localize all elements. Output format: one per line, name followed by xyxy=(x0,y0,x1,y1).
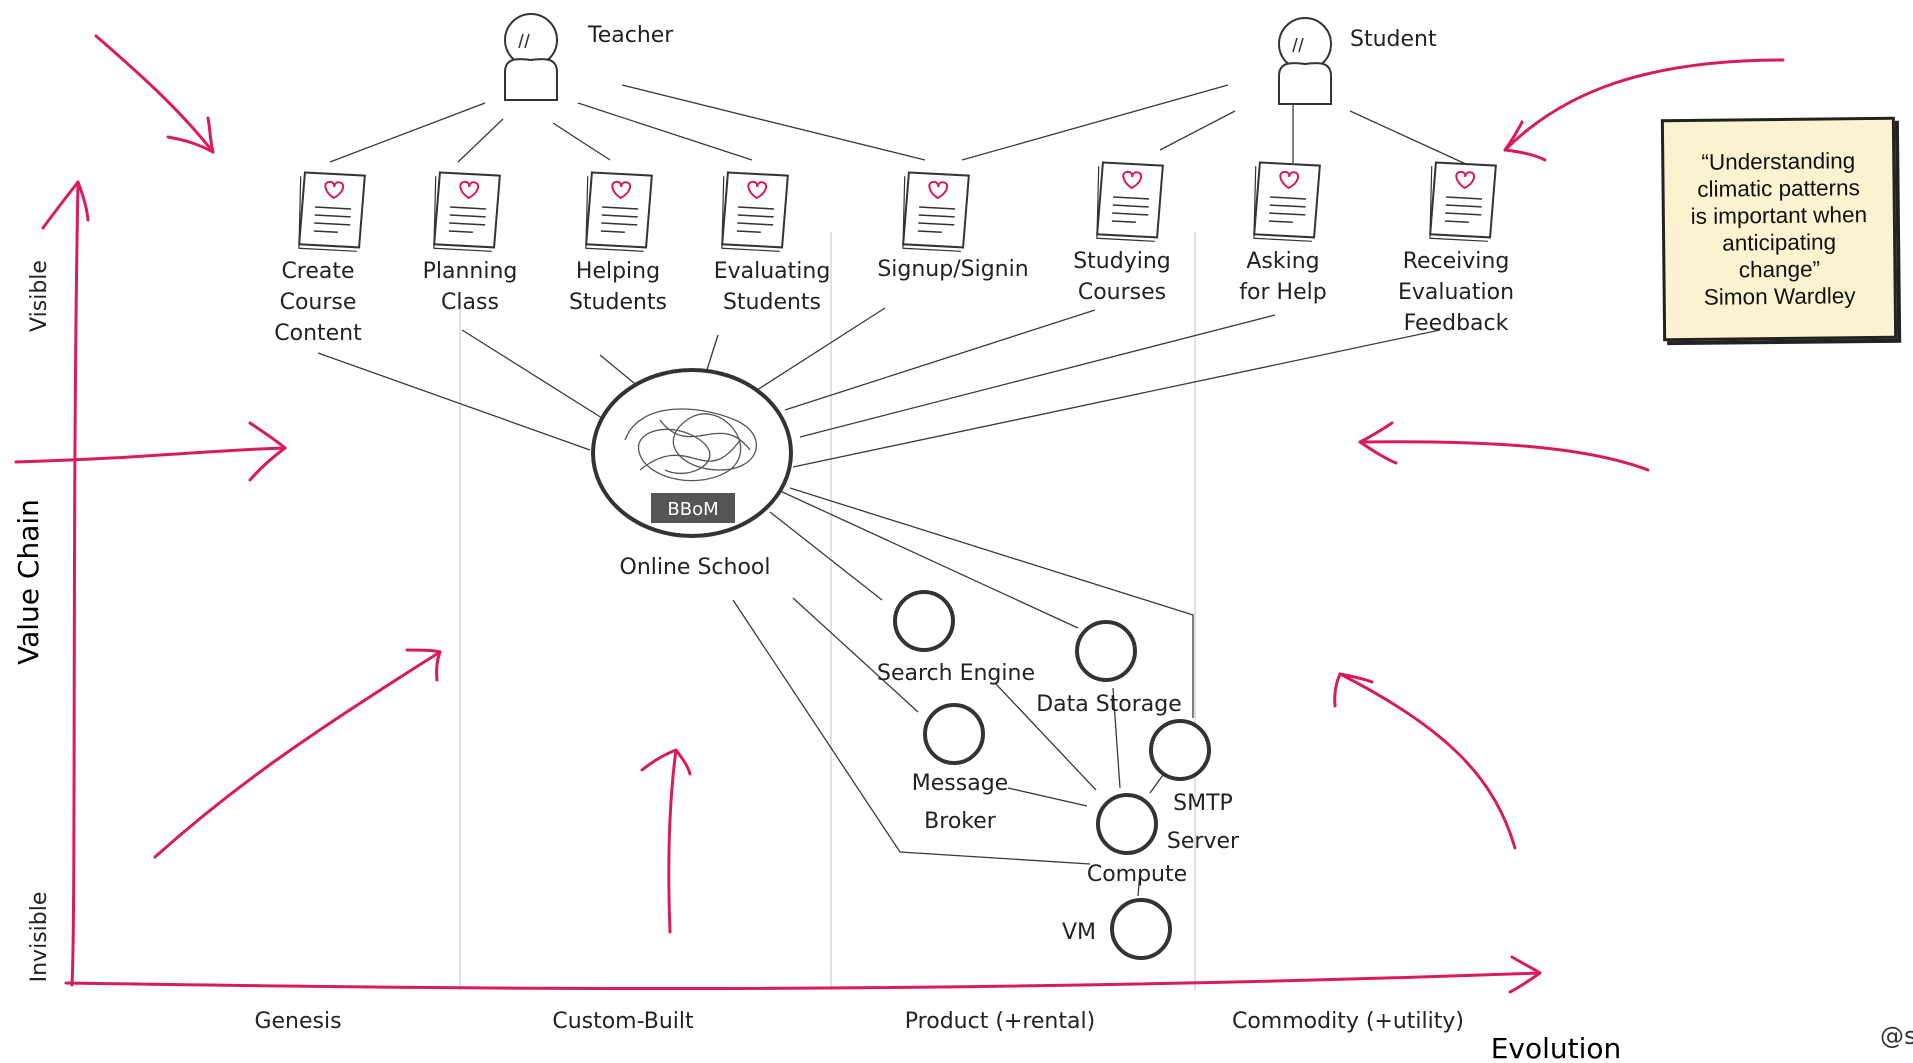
quote-line: “Understanding xyxy=(1701,148,1856,175)
label-line: Feedback xyxy=(1404,311,1509,336)
label-line: Compute xyxy=(1087,862,1187,887)
label-line: Planning xyxy=(423,259,518,284)
stick-person-icon xyxy=(1278,17,1332,105)
stage-product: Product (+rental) xyxy=(905,1009,1095,1034)
evolution-stages: Genesis Custom-Built Product (+rental) C… xyxy=(254,1009,1464,1034)
online-school-node: BBoM Online School xyxy=(591,368,793,580)
label-line: Create xyxy=(281,259,354,284)
document-heart-icon xyxy=(1096,161,1164,242)
user-label: Student xyxy=(1350,27,1437,52)
document-heart-icon xyxy=(902,171,970,252)
label-line: SMTP xyxy=(1173,791,1233,816)
x-axis-title: Evolution xyxy=(1491,1032,1622,1063)
stage-commodity: Commodity (+utility) xyxy=(1232,1009,1464,1034)
dependency-links xyxy=(317,84,1469,897)
document-heart-icon xyxy=(1429,161,1497,242)
label-line: Signup/Signin xyxy=(877,257,1028,282)
stage-dividers xyxy=(459,232,1196,990)
quote-line: anticipating xyxy=(1722,229,1837,256)
need-signup-signin: Signup/Signin xyxy=(877,171,1029,282)
label-line: Studying xyxy=(1073,249,1171,274)
circle-node-icon xyxy=(1149,719,1211,781)
credit-text: @s xyxy=(1880,1022,1913,1050)
user-student: Student xyxy=(1278,17,1437,105)
document-heart-icon xyxy=(1253,161,1321,242)
label-line: Class xyxy=(441,290,499,315)
component-data-storage: Data Storage xyxy=(1036,620,1182,717)
label-line: Students xyxy=(723,290,821,315)
circle-node-icon xyxy=(893,590,955,652)
quote-line: Simon Wardley xyxy=(1703,283,1856,310)
label-line: Content xyxy=(274,321,362,346)
component-vm: VM xyxy=(1062,898,1172,960)
document-heart-icon xyxy=(433,171,501,252)
circle-node-icon xyxy=(1096,793,1158,855)
label-line: Course xyxy=(280,290,357,315)
component-compute: Compute xyxy=(1087,793,1187,887)
label-line: Data Storage xyxy=(1036,692,1182,717)
circle-node-icon xyxy=(1110,898,1172,960)
tangled-ball-icon xyxy=(624,408,757,482)
label-line: Message xyxy=(912,771,1008,796)
label-line: Helping xyxy=(576,259,660,284)
document-heart-icon xyxy=(721,171,789,252)
document-heart-icon xyxy=(298,171,366,252)
component-smtp-server: SMTP Server xyxy=(1149,719,1240,854)
y-axis-bottom-label: Invisible xyxy=(27,892,52,983)
user-label: Teacher xyxy=(587,23,674,48)
label-line: Broker xyxy=(924,809,997,834)
core-badge: BBoM xyxy=(667,499,718,520)
stage-custom-built: Custom-Built xyxy=(552,1009,694,1034)
label-line: VM xyxy=(1062,920,1096,945)
quote-line: is important when xyxy=(1690,202,1868,229)
y-axis-title: Value Chain xyxy=(12,499,45,665)
y-axis-top-label: Visible xyxy=(27,260,52,332)
need-asking-for-help: Asking for Help xyxy=(1239,161,1327,305)
label-line: Server xyxy=(1167,829,1240,854)
stage-genesis: Genesis xyxy=(254,1009,341,1034)
circle-node-icon xyxy=(1075,620,1137,682)
label-line: Asking xyxy=(1246,249,1319,274)
core-label: Online School xyxy=(620,555,771,580)
label-line: Receiving xyxy=(1403,249,1510,274)
quote-line: change” xyxy=(1738,256,1821,283)
component-search-engine: Search Engine xyxy=(877,590,1035,686)
needs: CreateCourseContentPlanningClassHelpingS… xyxy=(274,161,1514,346)
label-line: Evaluation xyxy=(1398,280,1514,305)
label-line: Search Engine xyxy=(877,661,1035,686)
quote-line: climatic patterns xyxy=(1697,175,1860,202)
stick-person-icon xyxy=(504,13,558,101)
label-line: Students xyxy=(569,290,667,315)
user-teacher: Teacher xyxy=(504,13,674,101)
label-line: Courses xyxy=(1078,280,1166,305)
climatic-arrows xyxy=(14,34,1785,994)
label-line: for Help xyxy=(1239,280,1326,305)
label-line: Evaluating xyxy=(714,259,831,284)
document-heart-icon xyxy=(585,171,653,252)
circle-node-icon xyxy=(923,703,985,765)
